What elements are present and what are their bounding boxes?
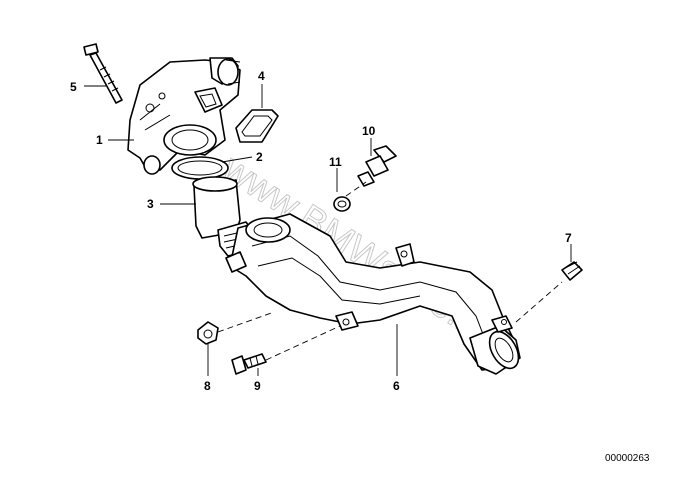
seal-ring-part-2[interactable] — [171, 156, 229, 180]
callout-5: 5 — [70, 80, 77, 94]
callout-2: 2 — [256, 150, 263, 164]
nut-part-8[interactable] — [197, 321, 219, 345]
assembly-line-nut — [217, 311, 275, 333]
callout-7: 7 — [565, 231, 572, 245]
bolt-part-9[interactable] — [231, 353, 267, 375]
leader-line-2 — [221, 156, 253, 163]
callout-8: 8 — [204, 379, 211, 393]
diagram-doc-number: 00000263 — [605, 453, 650, 464]
callout-1: 1 — [96, 133, 103, 147]
assembly-line-sensor — [345, 181, 367, 197]
stud-part-7[interactable] — [561, 261, 583, 281]
temperature-sensor-part-10[interactable] — [357, 145, 397, 187]
callout-4: 4 — [258, 69, 265, 83]
thermostat-housing-part-1[interactable] — [127, 57, 241, 175]
callout-10: 10 — [362, 124, 376, 138]
coolant-pipe-part-6[interactable] — [225, 213, 524, 375]
bolt-part-5[interactable] — [83, 43, 123, 104]
callout-6: 6 — [393, 379, 400, 393]
callout-9: 9 — [254, 379, 261, 393]
gasket-part-4[interactable] — [235, 109, 279, 143]
assembly-line-bolt — [265, 325, 341, 361]
callout-11: 11 — [329, 155, 342, 169]
assembly-line-stud — [515, 281, 563, 323]
callout-3: 3 — [147, 197, 154, 211]
washer-part-11[interactable] — [333, 196, 351, 212]
